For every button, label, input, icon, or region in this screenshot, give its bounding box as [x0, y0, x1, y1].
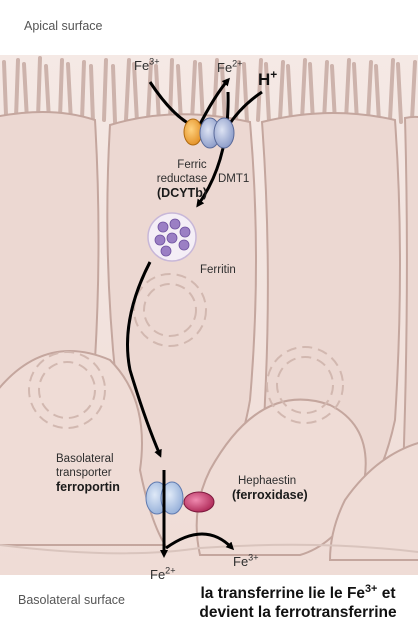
caption: la transferrine lie le Fe3+ et devient l… — [183, 582, 413, 622]
proton-label: H+ — [258, 67, 278, 89]
ferric-reductase-label: Ferric reductase (DCYTb) — [156, 159, 208, 200]
caption-line-1: la transferrine lie le Fe3+ et — [200, 582, 396, 602]
ferritin-complex — [147, 212, 197, 262]
basolateral-transporter-label: Basolateral transporter ferroportin — [56, 453, 120, 494]
microvilli — [2, 56, 417, 124]
fe3-top-label: Fe3+ — [134, 56, 160, 73]
ferric-reductase-protein — [183, 118, 203, 146]
transport-arrow — [126, 261, 162, 458]
ferritin-label: Ferritin — [200, 264, 236, 276]
fe3-bottom-label: Fe3+ — [233, 552, 259, 569]
caption-line-2: devient la ferrotransferrine — [199, 604, 397, 621]
dmt1-protein — [199, 117, 235, 149]
oxidation-arrow — [165, 532, 235, 551]
hephaestin-protein — [183, 491, 215, 513]
fe2-bottom-label: Fe2+ — [150, 565, 176, 582]
fe2-top-label: Fe2+ — [217, 58, 243, 75]
basolateral-surface-label: Basolateral surface — [18, 593, 126, 607]
hephaestin-label: Hephaestin (ferroxidase) — [232, 475, 308, 502]
apical-surface-label: Apical surface — [24, 19, 103, 33]
nuclei — [28, 273, 344, 429]
fe2-entry-arrow — [196, 91, 230, 208]
dmt1-label: DMT1 — [218, 173, 250, 185]
lower-cells — [0, 350, 418, 561]
